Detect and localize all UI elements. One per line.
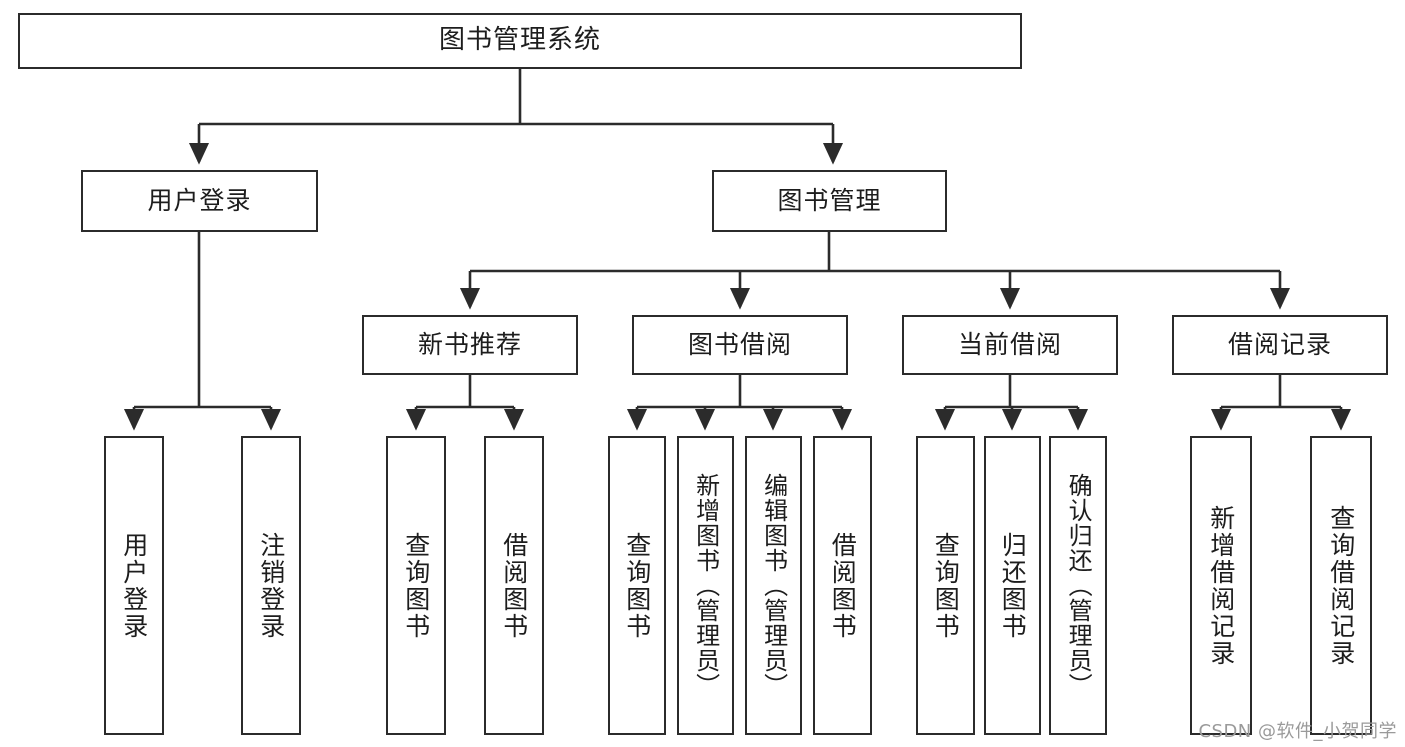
leaf-add-borrow-record[interactable]: 新增借阅记录 [1190,436,1252,735]
leaf-label: 新增图书（管理员） [691,473,720,698]
leaf-label: 查询图书 [931,531,961,640]
leaf-label: 确认归还（管理员） [1064,473,1093,698]
leaf-borrow-book-recommend[interactable]: 借阅图书 [484,436,544,735]
leaf-label: 归还图书 [998,531,1028,640]
leaf-return-book[interactable]: 归还图书 [984,436,1041,735]
leaf-logout[interactable]: 注销登录 [241,436,301,735]
node-new-book-recommend[interactable]: 新书推荐 [362,315,578,375]
csdn-watermark: CSDN @软件_小贺同学 [1198,721,1397,742]
node-book-manage[interactable]: 图书管理 [712,170,947,232]
leaf-add-book-admin[interactable]: 新增图书（管理员） [677,436,734,735]
leaf-edit-book-admin[interactable]: 编辑图书（管理员） [745,436,802,735]
leaf-label: 新增借阅记录 [1206,504,1236,667]
leaf-label: 借阅图书 [499,531,529,640]
node-root-system[interactable]: 图书管理系统 [18,13,1022,69]
leaf-borrow-book[interactable]: 借阅图书 [813,436,872,735]
leaf-query-book-borrow[interactable]: 查询图书 [608,436,666,735]
leaf-query-borrow-record[interactable]: 查询借阅记录 [1310,436,1372,735]
leaf-label: 查询图书 [622,531,652,640]
leaf-label: 注销登录 [256,531,286,640]
node-current-borrow[interactable]: 当前借阅 [902,315,1118,375]
leaf-confirm-return-admin[interactable]: 确认归还（管理员） [1049,436,1107,735]
leaf-label: 借阅图书 [828,531,858,640]
leaf-label: 查询借阅记录 [1326,504,1356,667]
leaf-query-book-recommend[interactable]: 查询图书 [386,436,446,735]
node-user-login[interactable]: 用户登录 [81,170,318,232]
node-borrow-record[interactable]: 借阅记录 [1172,315,1388,375]
leaf-user-login[interactable]: 用户登录 [104,436,164,735]
leaf-query-book-current[interactable]: 查询图书 [916,436,975,735]
leaf-label: 查询图书 [401,531,431,640]
leaf-label: 用户登录 [119,531,149,640]
leaf-label: 编辑图书（管理员） [759,473,788,698]
node-book-borrow[interactable]: 图书借阅 [632,315,848,375]
